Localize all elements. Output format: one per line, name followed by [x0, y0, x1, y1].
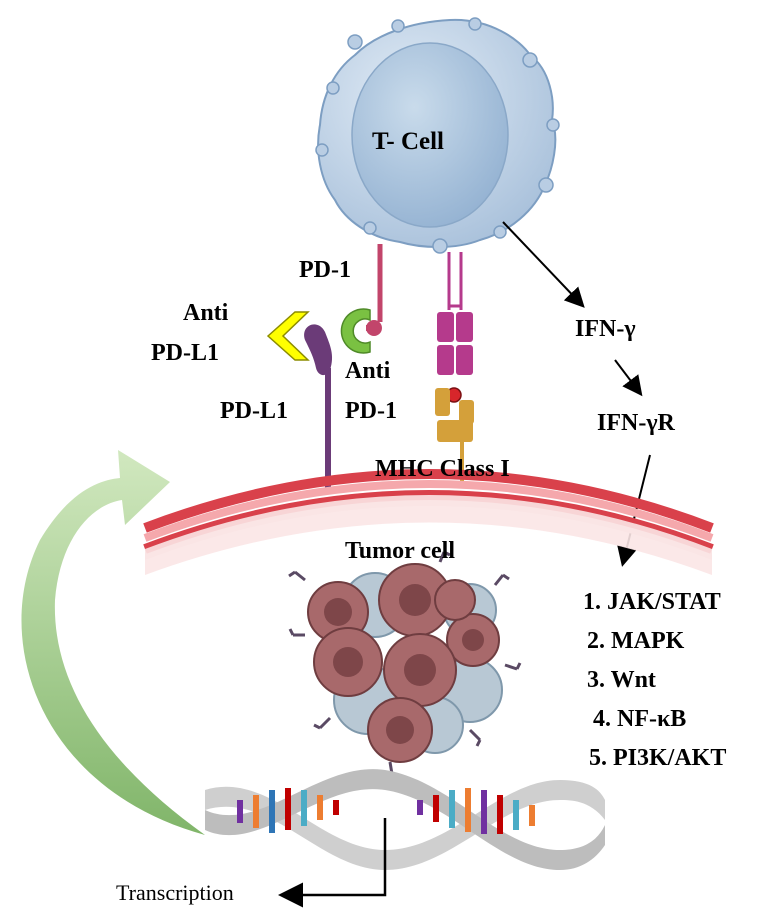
- anti-pd1-label-line1: Anti: [345, 358, 391, 384]
- anti-pdl1-label-line2: PD-L1: [151, 340, 219, 366]
- t-cell: [315, 17, 560, 254]
- ifn-gamma-receptor-label: IFN-γR: [597, 410, 675, 436]
- pd1-receptor: [366, 244, 383, 336]
- arrow-tcell-to-ifn: [502, 221, 585, 308]
- tumor-cell-cluster: [288, 550, 522, 779]
- ifn-gamma-label: IFN-γ: [575, 316, 636, 342]
- pathway-item: 1. JAK/STAT: [583, 589, 721, 615]
- anti-pd1-antibody: [340, 308, 371, 354]
- pathway-item: 3. Wnt: [587, 667, 656, 693]
- anti-pdl1-antibody: [266, 311, 310, 361]
- pd1-label: PD-1: [299, 257, 351, 283]
- pathway-item: 2. MAPK: [587, 628, 685, 654]
- transcription-label: Transcription: [116, 880, 234, 905]
- transcription-arrow: [278, 818, 387, 908]
- signaling-pathways-list: 1. JAK/STAT 2. MAPK 3. Wnt 4. NF-κB 5. P…: [583, 583, 726, 778]
- anti-pdl1-label-line1: Anti: [183, 300, 229, 326]
- pathway-item: 5. PI3K/AKT: [589, 745, 727, 771]
- mhc-class-i: [435, 252, 474, 488]
- tumor-cell-label: Tumor cell: [345, 538, 456, 564]
- tumor-membrane: [143, 469, 714, 575]
- pdl1-label: PD-L1: [220, 398, 288, 424]
- dna-helix: [205, 769, 605, 870]
- feedback-arrow: [21, 450, 205, 835]
- arrow-ifn-to-receptor: [614, 359, 643, 397]
- t-cell-label: T- Cell: [372, 128, 444, 155]
- mhc-class-i-label: MHC Class I: [375, 456, 510, 482]
- pathway-item: 4. NF-κB: [593, 706, 687, 732]
- pdl1-ligand: [304, 324, 333, 490]
- anti-pd1-label-line2: PD-1: [345, 398, 397, 424]
